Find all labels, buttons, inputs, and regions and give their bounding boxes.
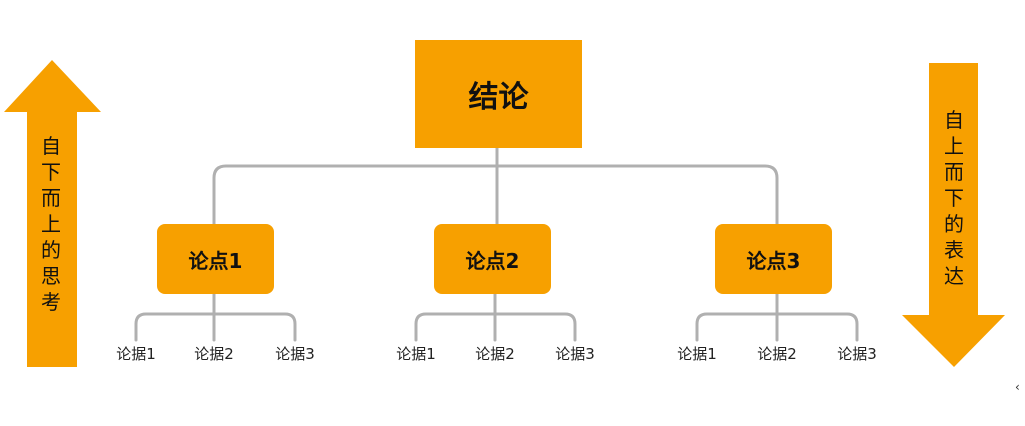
top-down-expression-label: 自上而下的表达 — [944, 108, 964, 288]
evidence-connectors — [134, 292, 859, 342]
evidence-label: 论据1 — [677, 345, 717, 363]
evidence-label: 论据3 — [275, 345, 315, 363]
down-arrow-shape — [902, 63, 1005, 367]
point-box-3: 论点3 — [715, 224, 832, 294]
evidence-label: 论据2 — [475, 345, 515, 363]
evidence-label: 论据1 — [116, 345, 156, 363]
conclusion-box: 结论 — [415, 40, 582, 148]
point-box-2: 论点2 — [434, 224, 551, 294]
bottom-up-thinking-label: 自下而上的思考 — [41, 134, 61, 314]
evidence-label: 论据3 — [837, 345, 877, 363]
evidence-label: 论据2 — [757, 345, 797, 363]
corner-mark-icon: ‹ — [1015, 380, 1020, 394]
evidence-label: 论据2 — [194, 345, 234, 363]
point-box-1: 论点1 — [157, 224, 274, 294]
up-arrow-shape — [4, 60, 101, 367]
evidence-label: 论据3 — [555, 345, 595, 363]
evidence-label: 论据1 — [396, 345, 436, 363]
top-connectors — [212, 146, 779, 226]
